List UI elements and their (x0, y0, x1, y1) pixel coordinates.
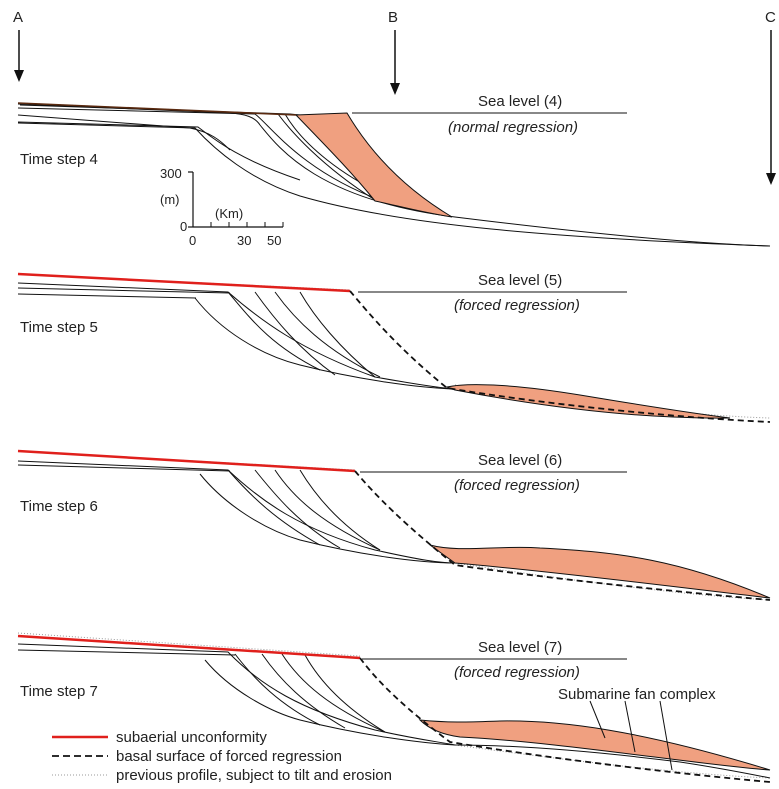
scale-y-zero: 0 (180, 219, 187, 234)
arrow-a-label: A (13, 9, 23, 26)
arrow-a: A (13, 9, 24, 82)
panel-time-step-4: Sea level (4) (normal regression) Time s… (17, 93, 771, 247)
arrow-b-label: B (388, 9, 398, 26)
scale-y-top: 300 (160, 166, 182, 181)
legend: subaerial unconformity basal surface of … (52, 729, 392, 784)
time-step-4: Time step 4 (20, 151, 98, 168)
time-step-7: Time step 7 (20, 683, 98, 700)
regression-6: (forced regression) (454, 477, 580, 494)
scale-bar: 300 0 (m) (Km) 0 30 50 (160, 166, 284, 248)
regression-4: (normal regression) (448, 119, 578, 136)
panel-time-step-7: Sea level (7) (forced regression) Time s… (17, 632, 771, 783)
sea-level-4: Sea level (4) (478, 93, 562, 110)
scale-x-unit: (Km) (215, 206, 243, 221)
sea-level-7: Sea level (7) (478, 639, 562, 656)
time-step-6: Time step 6 (20, 498, 98, 515)
panel-time-step-6: Sea level (6) (forced regression) Time s… (17, 449, 771, 601)
sea-level-5: Sea level (5) (478, 272, 562, 289)
submarine-fan-label: Submarine fan complex (558, 686, 716, 703)
regression-7: (forced regression) (454, 664, 580, 681)
time-step-5: Time step 5 (20, 319, 98, 336)
arrow-c: C (765, 9, 776, 185)
scale-x-tick-30: 30 (237, 233, 251, 248)
arrow-c-label: C (765, 9, 776, 26)
legend-unconformity: subaerial unconformity (116, 729, 267, 746)
panel-time-step-5: Sea level (5) (forced regression) Time s… (17, 272, 771, 423)
sea-level-6: Sea level (6) (478, 452, 562, 469)
scale-y-unit: (m) (160, 192, 180, 207)
arrow-b: B (388, 9, 400, 95)
legend-previous-profile: previous profile, subject to tilt and er… (116, 767, 392, 784)
regression-5: (forced regression) (454, 297, 580, 314)
legend-basal-surface: basal surface of forced regression (116, 748, 342, 765)
scale-x-tick-0: 0 (189, 233, 196, 248)
scale-x-tick-50: 50 (267, 233, 281, 248)
